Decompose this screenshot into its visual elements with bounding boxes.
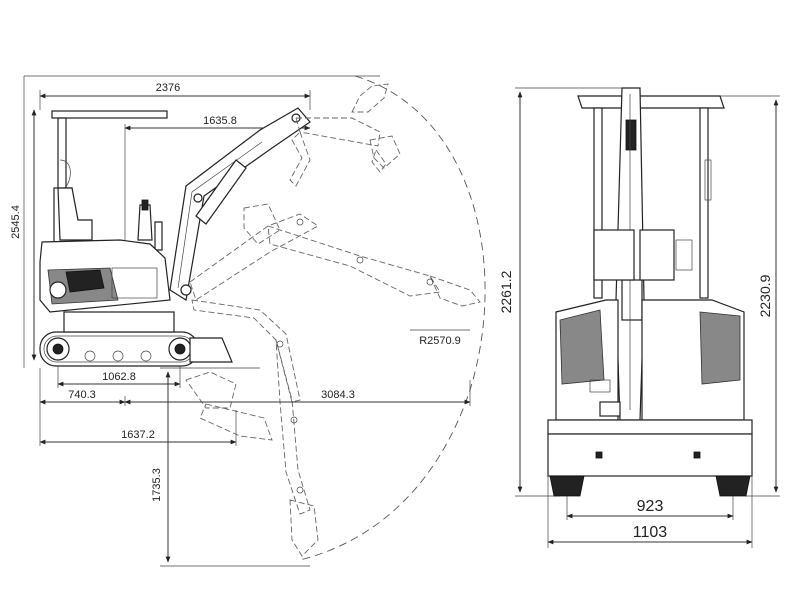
front-undercarriage — [547, 419, 753, 497]
front-seat — [593, 229, 693, 281]
dim-track-gauge: 923 — [637, 498, 664, 515]
front-body — [555, 299, 745, 421]
reach-arc — [299, 75, 486, 561]
dim-height: 2545.4 — [10, 205, 22, 239]
body-upper-structure — [39, 239, 171, 313]
dim-overall-length: 2376 — [156, 82, 180, 94]
dim-overall-width: 1103 — [633, 524, 668, 541]
side-view: 2376 1635.8 2545.4 — [10, 75, 486, 567]
front-canopy — [577, 95, 725, 299]
dim-radius: R2570.9 — [419, 335, 461, 347]
seat — [57, 187, 93, 241]
dim-cab-height: 2261.2 — [498, 270, 514, 313]
dim-ground-reach: 1637.2 — [121, 429, 155, 441]
control-levers — [137, 199, 163, 251]
arm-raised — [289, 83, 401, 187]
dim-total-height: 2230.9 — [757, 274, 773, 317]
front-view: 2261.2 2230.9 — [498, 87, 780, 548]
dim-track-length: 1062.8 — [102, 371, 136, 383]
boom-raised — [169, 107, 311, 301]
dim-dig-depth: 1735.3 — [151, 468, 163, 502]
track-assembly — [39, 311, 233, 367]
dim-max-reach: 3084.3 — [321, 389, 355, 401]
dim-arm-reach: 1635.8 — [203, 115, 237, 127]
dim-rear-to-pivot: 740.3 — [68, 389, 96, 401]
arm-mid-position — [189, 203, 481, 307]
